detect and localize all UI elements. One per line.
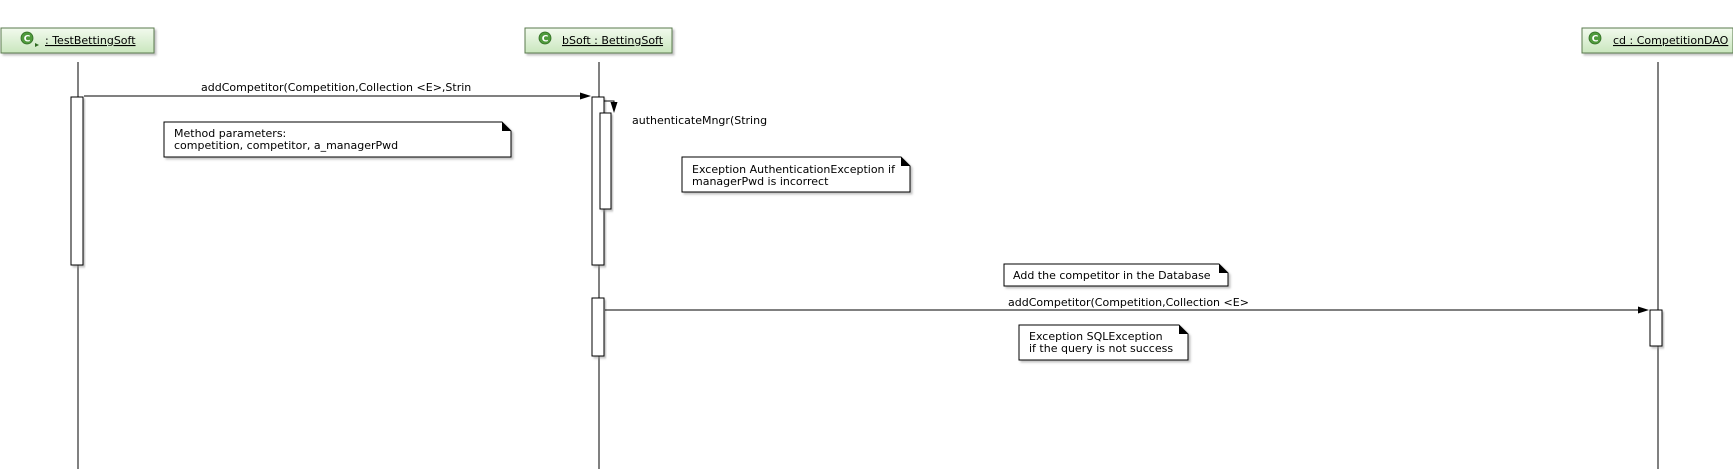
lifeline-head-bsoft[interactable]: C bSoft : BettingSoft [524, 27, 673, 54]
note-text-line: if the query is not success [1029, 342, 1173, 355]
note-add-competitor-database[interactable]: Add the competitor in the Database [1003, 263, 1229, 287]
note-method-parameters[interactable]: Method parameters: competition, competit… [163, 121, 512, 158]
svg-text:C: C [24, 35, 31, 45]
class-icon: C [538, 31, 552, 45]
lifeline-head-test[interactable]: C : TestBettingSoft [0, 27, 155, 54]
message-label-add-competitor-dao: addCompetitor(Competition,Collection <E> [1008, 296, 1249, 309]
note-text-line: Exception SQLException [1029, 330, 1163, 343]
lifeline-label-bsoft: bSoft : BettingSoft [562, 34, 664, 47]
class-icon: C [1588, 31, 1602, 45]
svg-text:C: C [1592, 35, 1599, 45]
message-authenticate-mngr[interactable]: authenticateMngr(String [604, 100, 767, 127]
activation-bar-bsoft-nested [599, 112, 612, 210]
class-icon: C [20, 31, 39, 47]
note-text-line: Add the competitor in the Database [1013, 269, 1211, 282]
lifeline-label-test: : TestBettingSoft [45, 34, 136, 47]
note-authentication-exception[interactable]: Exception AuthenticationException if man… [681, 156, 911, 193]
lifeline-head-cd[interactable]: C cd : CompetitionDAO [1581, 27, 1733, 54]
message-add-competitor[interactable]: addCompetitor(Competition,Collection <E>… [84, 81, 591, 100]
note-text-line: managerPwd is incorrect [692, 175, 829, 188]
note-text-line: competition, competitor, a_managerPwd [174, 139, 398, 152]
activation-bar-bsoft-2 [591, 297, 605, 357]
lifeline-label-cd: cd : CompetitionDAO [1613, 34, 1729, 47]
message-add-competitor-dao[interactable]: addCompetitor(Competition,Collection <E> [605, 296, 1649, 314]
note-text-line: Exception AuthenticationException if [692, 163, 896, 176]
activation-bar-test [70, 96, 84, 266]
note-text-line: Method parameters: [174, 127, 286, 140]
message-label-add-competitor: addCompetitor(Competition,Collection <E>… [201, 81, 471, 94]
activation-bar-cd [1649, 309, 1663, 347]
note-sql-exception[interactable]: Exception SQLException if the query is n… [1018, 324, 1189, 361]
svg-text:C: C [542, 35, 549, 45]
message-label-authenticate-mngr: authenticateMngr(String [632, 114, 767, 127]
